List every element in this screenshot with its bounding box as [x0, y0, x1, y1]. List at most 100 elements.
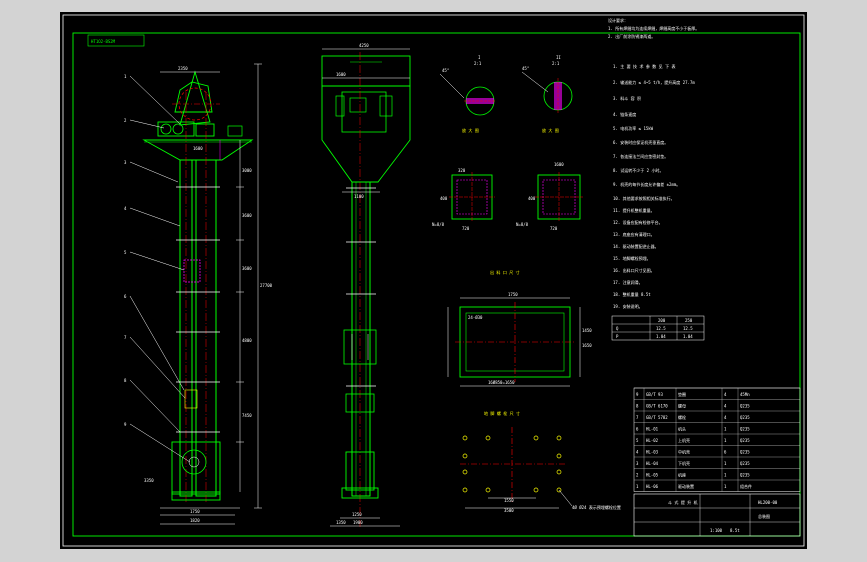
svg-text:出 料 口 尺 寸: 出 料 口 尺 寸 [490, 269, 520, 275]
parts-table-cell: 上机壳 [678, 437, 690, 443]
svg-text:18. 整机重量 8.5t: 18. 整机重量 8.5t [613, 291, 651, 297]
svg-text:1450: 1450 [582, 328, 592, 333]
svg-text:11. 提升机整机重量。: 11. 提升机整机重量。 [613, 207, 655, 213]
svg-text:14. 驱动装置配逆止器。: 14. 驱动装置配逆止器。 [613, 243, 659, 249]
technical-notes: 1. 主 要 技 术 参 数 见 下 表 2. 输送能力 ≤ 4~5 t/h，提… [613, 63, 695, 309]
section-left: 320 720 400 N=8/8 [432, 168, 495, 231]
parts-table-cell: 1 [724, 473, 727, 478]
cad-viewport[interactable]: HT1O2-BS2M [60, 12, 807, 549]
parts-table-cell: 3 [636, 461, 639, 466]
side-callout-8: 8 [124, 378, 127, 383]
parts-table-cell: 1 [724, 484, 727, 489]
svg-text:3500: 3500 [504, 508, 514, 513]
svg-text:放 大 图: 放 大 图 [462, 127, 479, 133]
parts-table-cell: Q235 [740, 438, 750, 443]
title-name: 斗 式 提 升 机 [668, 499, 698, 505]
svg-text:N=8/8: N=8/8 [516, 222, 529, 227]
parts-table-cell: 4 [724, 392, 727, 397]
side-dim-seg2: 3600 [242, 213, 252, 218]
parts-table-cell: 6 [724, 450, 727, 455]
svg-text:1550: 1550 [504, 498, 514, 503]
parts-table-cell: 1 [724, 461, 727, 466]
title-scale: 1:100 [710, 528, 723, 533]
front-dim-base: 1350 [336, 520, 346, 525]
svg-text:Q: Q [616, 326, 619, 331]
front-dim-boot: 1250 [352, 512, 362, 517]
front-view: 4250 1600 1100 1250 1900 1350 [321, 43, 411, 527]
parts-table-cell: HL-03 [646, 450, 659, 455]
detail-i: I 2:1 45° 放 大 图 [439, 55, 496, 133]
stamp-text: HT1O2-BS2M [91, 39, 116, 44]
svg-text:16. 出料口尺寸见图。: 16. 出料口尺寸见图。 [613, 267, 655, 273]
parts-table-cell: Q235 [740, 461, 750, 466]
parts-table-cell: 垫圈 [678, 391, 686, 397]
svg-text:放 大 图: 放 大 图 [542, 127, 559, 133]
stamp-box [87, 34, 145, 47]
parts-table-cell: 8 [636, 404, 639, 409]
parts-table-cell: 4 [724, 415, 727, 420]
svg-text:8. 试运转不少于 2 小时。: 8. 试运转不少于 2 小时。 [613, 167, 663, 173]
svg-text:5. 电机功率 ≤ 15kW: 5. 电机功率 ≤ 15kW [613, 125, 654, 131]
svg-text:15. 地脚螺栓预埋。: 15. 地脚螺栓预埋。 [613, 255, 651, 261]
svg-text:400: 400 [528, 196, 536, 201]
parts-table-cell: 中机壳 [678, 449, 690, 455]
parts-table-cell: Q235 [740, 450, 750, 455]
side-dim-bottom: 1750 [190, 509, 200, 514]
svg-text:720: 720 [462, 226, 470, 231]
svg-text:45°: 45° [442, 68, 449, 73]
parts-table-cell: 9 [636, 392, 639, 397]
parts-table-cell: HL-02 [646, 438, 659, 443]
side-dim-seg3: 3600 [242, 266, 252, 271]
inner-frame [72, 32, 801, 537]
parts-table-cell: Q235 [740, 415, 750, 420]
side-dim-seg1: 3000 [242, 168, 252, 173]
svg-text:12.5: 12.5 [683, 326, 693, 331]
side-callout-9: 9 [124, 422, 127, 427]
parts-table-cell: Q235 [740, 404, 750, 409]
svg-text:2:1: 2:1 [552, 61, 560, 66]
outer-frame [62, 14, 805, 547]
side-callout-3: 3 [124, 160, 127, 165]
title-block: 斗 式 提 升 机 HL200-00 总装图 1:100 8.5t [633, 493, 801, 537]
side-callout-2: 2 [124, 118, 127, 123]
side-dim-total: 27700 [260, 283, 273, 288]
parts-table-cell: HL-06 [646, 484, 659, 489]
parts-table-cell: HL-04 [646, 461, 659, 466]
parts-table-cell: 下机壳 [678, 460, 690, 466]
svg-text:400: 400 [440, 196, 448, 201]
svg-text:2:1: 2:1 [474, 61, 482, 66]
front-dim-head: 1600 [336, 72, 346, 77]
svg-text:12.5: 12.5 [656, 326, 666, 331]
parts-table-cell: GB/T 5782 [646, 415, 668, 420]
parts-table-cell: 1 [724, 438, 727, 443]
svg-text:320: 320 [458, 168, 466, 173]
title-code: HL200-00 [758, 500, 778, 505]
svg-text:19. 安装说明。: 19. 安装说明。 [613, 303, 643, 309]
svg-text:12. 设备应配有检修平台。: 12. 设备应配有检修平台。 [613, 219, 663, 225]
parts-table-cell: 组合件 [740, 483, 752, 489]
svg-text:4Ø Ø24 表示预埋螺栓位置: 4Ø Ø24 表示预埋螺栓位置 [572, 504, 621, 510]
parts-table-cell: 螺母 [678, 403, 686, 409]
svg-text:II: II [556, 55, 561, 60]
anchor-bolt-layout: 地 脚 螺 栓 尺 寸 1550 3500 4Ø Ø24 表示预埋螺栓位置 [460, 410, 621, 513]
parts-table-cell: 1 [636, 484, 639, 489]
svg-text:1600: 1600 [554, 162, 564, 167]
parts-table-cell: 螺栓 [678, 414, 686, 420]
side-dim-seg5: 7450 [242, 413, 252, 418]
parts-table-cell: 1 [724, 427, 727, 432]
svg-text:250: 250 [685, 318, 693, 323]
parameter-table: 200 250 Q 12.5 12.5 P 1.04 1.04 [611, 315, 705, 341]
side-callout-6: 6 [124, 294, 127, 299]
side-dim-mid: 1600 [193, 146, 203, 151]
side-dim-base: 3350 [144, 478, 154, 483]
svg-text:9. 机壳的每节长度允许偏差 ±2mm。: 9. 机壳的每节长度允许偏差 ±2mm。 [613, 181, 680, 187]
side-callout-7: 7 [124, 335, 127, 340]
svg-text:1. 所有焊缝均为连续焊缝，焊缝高度不小于板厚。: 1. 所有焊缝均为连续焊缝，焊缝高度不小于板厚。 [608, 25, 699, 31]
svg-text:4. 链条速度: 4. 链条速度 [613, 111, 636, 117]
front-dim-top: 4250 [359, 43, 369, 48]
parts-table-cell: GB/T 6170 [646, 404, 668, 409]
svg-text:1.04: 1.04 [656, 334, 666, 339]
svg-text:45°: 45° [522, 66, 529, 71]
parts-table-cell: GB/T 93 [646, 392, 663, 397]
svg-text:24-Ø30: 24-Ø30 [468, 315, 483, 320]
